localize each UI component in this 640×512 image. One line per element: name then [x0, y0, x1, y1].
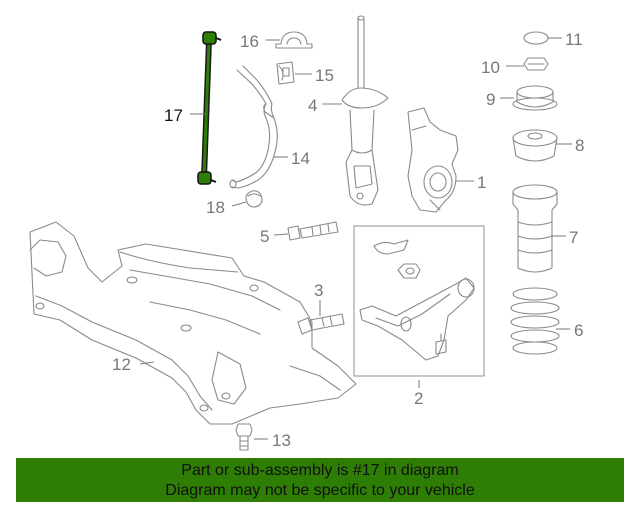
callout-7: 7	[569, 228, 578, 247]
leader-12	[139, 361, 155, 365]
callout-16: 16	[240, 32, 259, 51]
callout-10: 10	[481, 58, 500, 77]
parts-diagram: 17 16 15 4 14 18 1 11 10 9 8 7 6 5 3 12 …	[29, 15, 584, 451]
banner-line-2: Diagram may not be specific to your vehi…	[165, 482, 475, 499]
callout-6: 6	[574, 321, 583, 340]
part-2-lower-arm-group[interactable]	[353, 225, 485, 377]
part-1-knuckle[interactable]	[407, 107, 459, 213]
part-11-cap[interactable]	[523, 31, 549, 45]
callout-numbers: 17 16 15 4 14 18 1 11 10 9 8 7 6 5 3 12 …	[112, 30, 584, 450]
callout-15: 15	[315, 66, 334, 85]
callout-9: 9	[486, 90, 495, 109]
callout-3: 3	[314, 281, 323, 300]
banner-line-1: Part or sub-assembly is #17 in diagram	[181, 462, 459, 479]
callout-5: 5	[260, 227, 269, 246]
part-9-mount[interactable]	[512, 85, 558, 111]
leader-5	[273, 233, 289, 236]
callout-14: 14	[291, 149, 310, 168]
part-16-bracket[interactable]	[275, 31, 313, 49]
callout-17: 17	[164, 106, 183, 125]
part-15-bushing[interactable]	[276, 61, 295, 85]
part-13-bolt[interactable]	[235, 423, 253, 451]
part-17-stabilizer-link[interactable]	[197, 31, 222, 185]
part-18-nut[interactable]	[245, 190, 263, 208]
callout-8: 8	[575, 136, 584, 155]
leader-18	[231, 201, 247, 207]
part-14-stabilizer-bar[interactable]	[229, 65, 278, 189]
leader-lines	[139, 37, 572, 440]
part-3-bolt[interactable]	[297, 313, 345, 335]
callout-12: 12	[112, 355, 131, 374]
part-4-strut[interactable]	[341, 15, 389, 206]
callout-1: 1	[477, 173, 486, 192]
part-6-coil-spring[interactable]	[510, 287, 560, 355]
callout-4: 4	[308, 96, 317, 115]
part-10-nut[interactable]	[523, 57, 549, 71]
callout-13: 13	[272, 431, 291, 450]
part-7-boot[interactable]	[512, 184, 558, 273]
callout-2: 2	[414, 389, 423, 408]
callout-11: 11	[565, 30, 583, 49]
part-8-upper-seat[interactable]	[512, 129, 558, 162]
info-banner: Part or sub-assembly is #17 in diagram D…	[16, 458, 624, 502]
part-5-bolt[interactable]	[287, 221, 339, 241]
callout-18: 18	[206, 198, 225, 217]
part-12-subframe[interactable]	[29, 221, 357, 425]
